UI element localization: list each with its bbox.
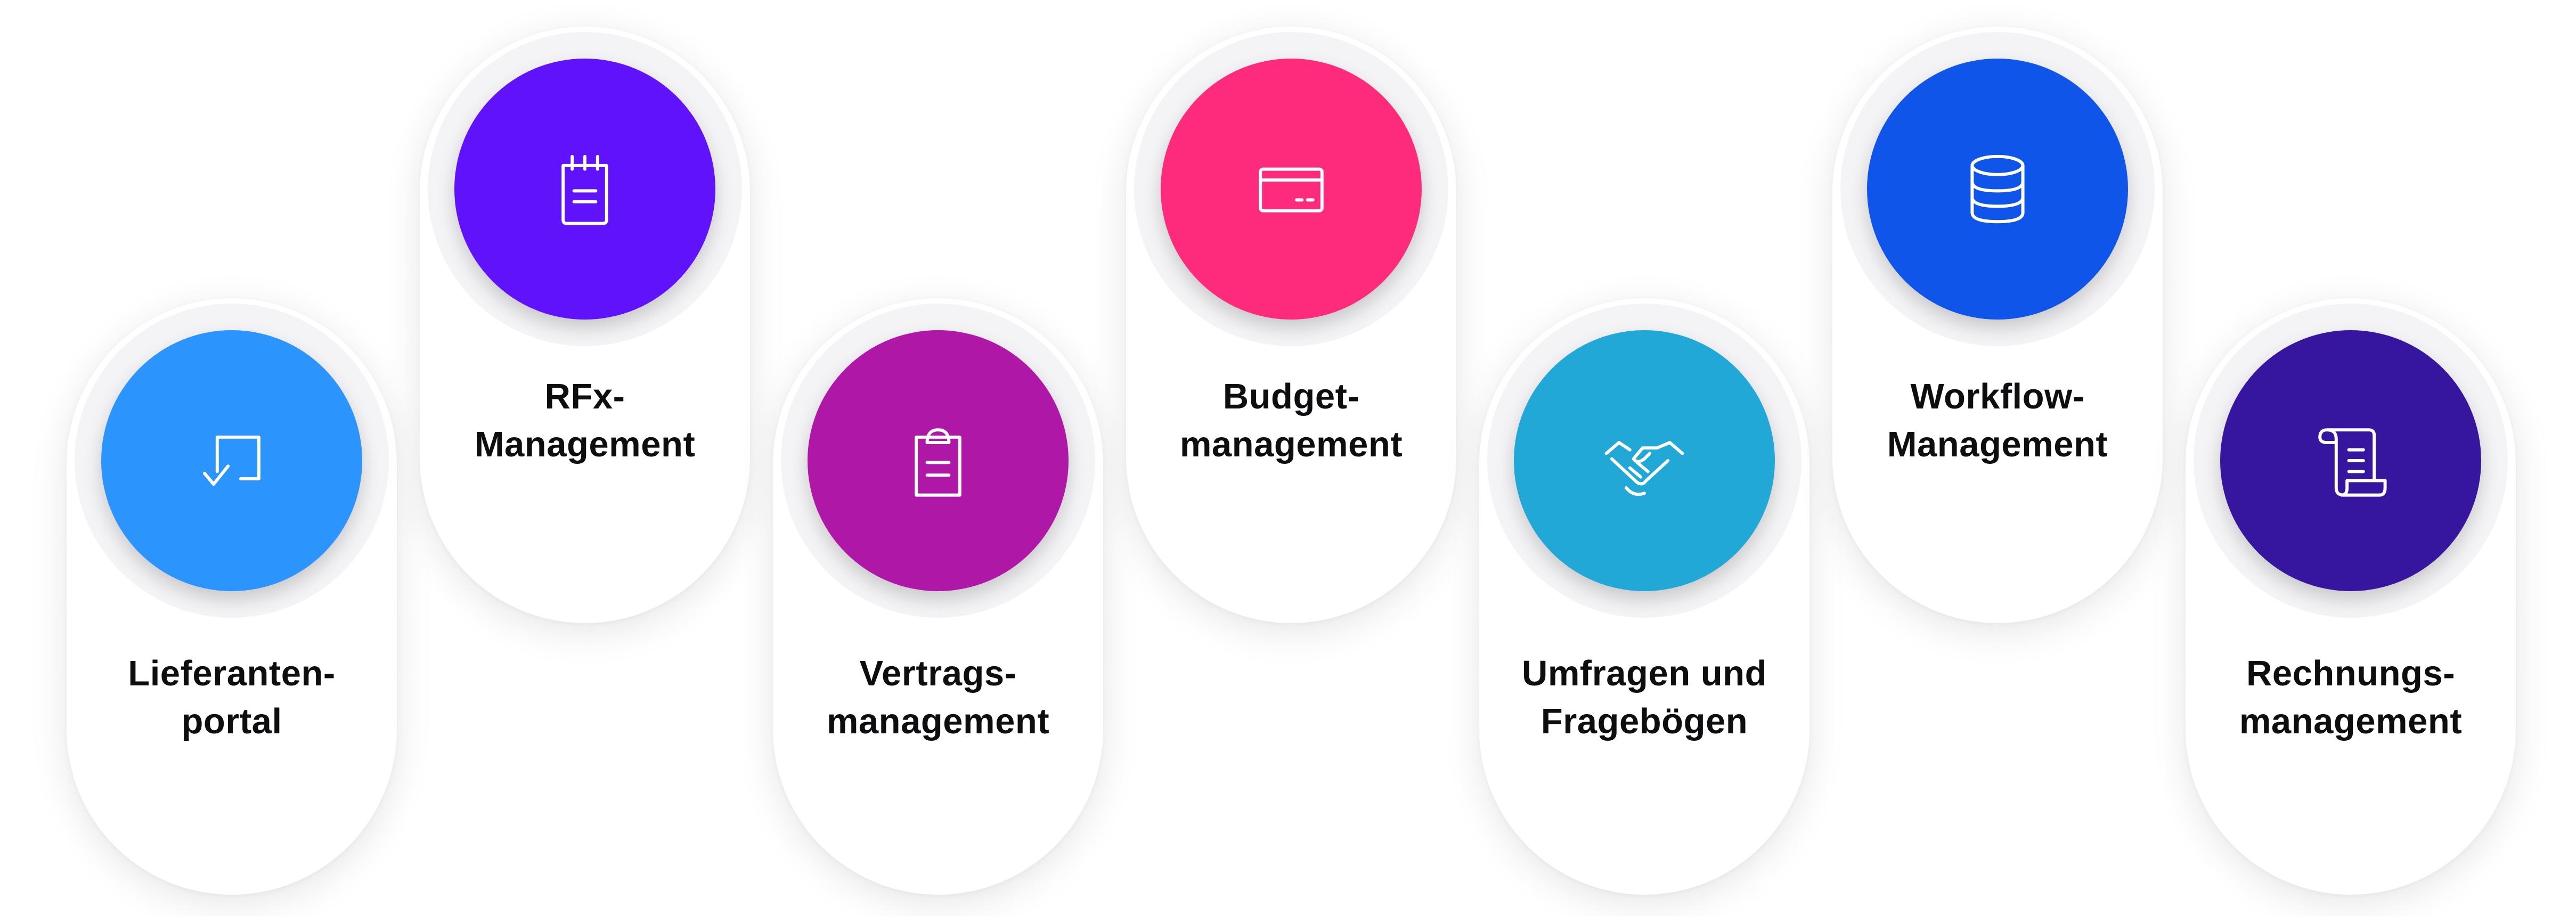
icon-backdrop	[1487, 304, 1801, 618]
label-line-2: Management	[474, 424, 696, 464]
label-line-2: Management	[1887, 424, 2108, 464]
clipboard-icon	[915, 428, 961, 497]
icon-circle	[2220, 330, 2481, 591]
icon-circle	[101, 330, 362, 591]
module-label: RFx- Management	[430, 373, 739, 469]
module-label: Workflow- Management	[1843, 373, 2152, 469]
label-line-2: management	[1179, 424, 1403, 464]
module-lieferantenportal: Lieferanten- portal	[67, 298, 397, 895]
module-umfragen-fragebogen: Umfragen und Fragebögen	[1479, 298, 1809, 895]
module-label: Lieferanten- portal	[77, 650, 386, 746]
label-line-1: RFx-	[544, 377, 625, 416]
icon-backdrop	[2194, 304, 2508, 618]
icon-circle	[1161, 59, 1422, 320]
module-budgetmanagement: Budget- management	[1126, 27, 1456, 623]
module-label: Rechnungs- management	[2196, 650, 2505, 746]
notepad-icon	[561, 154, 608, 225]
icon-backdrop	[1134, 32, 1448, 346]
module-label: Umfragen und Fragebögen	[1490, 650, 1799, 746]
module-vertragsmanagement: Vertrags- management	[773, 298, 1103, 895]
module-workflow-management: Workflow- Management	[1832, 27, 2163, 623]
database-icon	[1970, 154, 2025, 224]
label-line-2: portal	[181, 701, 282, 741]
module-rfx-management: RFx- Management	[420, 27, 750, 623]
label-line-1: Umfragen und	[1521, 653, 1767, 693]
scroll-icon	[2318, 428, 2387, 497]
icon-backdrop	[75, 304, 389, 618]
icon-circle	[1514, 330, 1775, 591]
module-rechnungsmanagement: Rechnungs- management	[2186, 298, 2516, 895]
label-line-2: management	[2239, 701, 2463, 741]
icon-backdrop	[428, 32, 742, 346]
label-line-1: Workflow-	[1910, 377, 2085, 416]
icon-backdrop	[781, 304, 1095, 618]
icon-backdrop	[1840, 32, 2155, 346]
icon-circle	[808, 330, 1069, 591]
label-line-1: Lieferanten-	[128, 653, 336, 693]
credit-card-icon	[1259, 167, 1324, 212]
module-label: Vertrags- management	[784, 650, 1093, 746]
label-line-2: management	[826, 701, 1050, 741]
label-line-1: Vertrags-	[859, 653, 1017, 693]
checkbox-icon	[203, 435, 260, 486]
icon-circle	[1867, 59, 2128, 320]
handshake-icon	[1604, 441, 1684, 496]
label-line-1: Budget-	[1222, 377, 1360, 416]
label-line-1: Rechnungs-	[2246, 653, 2456, 693]
icon-circle	[454, 59, 715, 320]
module-label: Budget- management	[1137, 373, 1446, 469]
label-line-2: Fragebögen	[1540, 701, 1748, 741]
